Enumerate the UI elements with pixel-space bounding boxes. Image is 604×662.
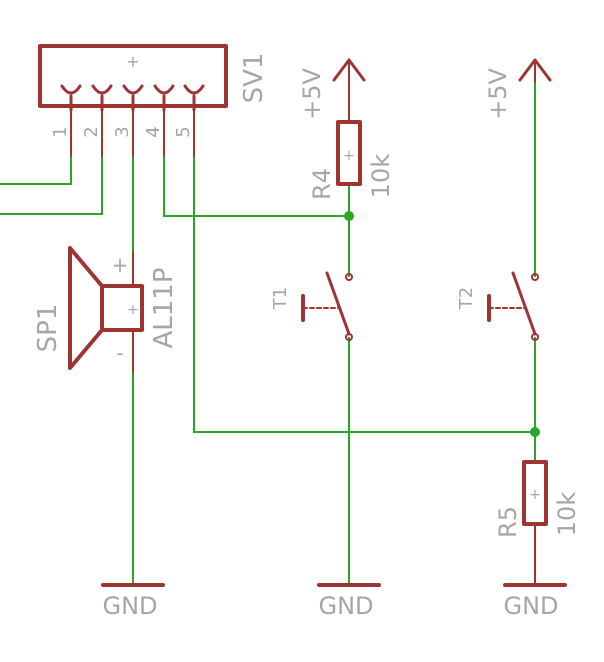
speaker-plus-label: + (112, 253, 129, 277)
resistor-r5-name: R5 (494, 506, 522, 538)
connector-pin-hooks (60, 84, 205, 112)
pin-hook-2 (91, 84, 113, 112)
pin-number-4: 4 (143, 126, 164, 137)
ground-label-2: GND (318, 592, 373, 620)
switch-t1-contact-top (345, 273, 353, 281)
ground-1[interactable]: GND (101, 583, 165, 620)
pin-number-2: 2 (81, 126, 102, 137)
junction-r5 (530, 427, 540, 437)
supply-label-2: +5V (484, 68, 512, 120)
connector-sv1[interactable]: + 1 2 3 4 5 SV1 (38, 44, 269, 157)
pin-number-5: 5 (173, 126, 194, 137)
supply-vcc-1[interactable]: +5V (298, 58, 366, 123)
connector-pin-stubs (70, 109, 195, 157)
junction-r4 (344, 211, 354, 221)
pin-number-1: 1 (50, 126, 71, 137)
ground-label-1: GND (102, 592, 157, 620)
resistor-r4-body (336, 120, 362, 186)
speaker-cone (68, 246, 104, 370)
connector-pin-mark: + (126, 52, 139, 71)
switch-t1-lever (325, 271, 351, 336)
wire-pin2[interactable] (0, 110, 103, 215)
supply-label-1: +5V (298, 68, 326, 120)
wires (0, 82, 540, 585)
speaker-value: AL11P (149, 267, 179, 348)
speaker-name: SP1 (33, 304, 63, 353)
speaker-minus-label: - (116, 341, 123, 365)
resistor-r4[interactable]: + R4 10k (308, 120, 395, 200)
supply-vcc-2[interactable]: +5V (484, 58, 552, 120)
speaker-center-mark: + (127, 302, 139, 318)
ground-2[interactable]: GND (317, 583, 381, 620)
speaker-sp1[interactable]: + + - SP1 AL11P (33, 246, 179, 373)
resistor-r5-mark: + (529, 487, 541, 503)
pin-hook-3 (122, 84, 144, 112)
pin-hook-4 (153, 84, 175, 112)
resistor-r4-mark: + (343, 148, 355, 164)
wire-pin5-r5[interactable] (193, 110, 535, 433)
resistor-r4-value: 10k (367, 154, 395, 199)
wire-pin1[interactable] (0, 110, 72, 185)
pin-hook-5 (183, 84, 205, 112)
switch-t2-name: T2 (456, 287, 477, 310)
resistor-r5-value: 10k (553, 492, 581, 537)
switch-t1-name: T1 (270, 287, 291, 310)
switch-t2[interactable]: T2 (456, 271, 539, 341)
switch-t2-lever (511, 271, 537, 336)
pin-number-3: 3 (112, 126, 133, 137)
connector-name: SV1 (239, 53, 269, 104)
resistor-r5[interactable]: + R5 10k (494, 460, 581, 586)
ground-label-3: GND (503, 592, 558, 620)
resistor-r4-name: R4 (308, 168, 336, 200)
switch-t2-contact-top (531, 273, 539, 281)
pin-hook-1 (60, 84, 82, 112)
ground-3[interactable]: GND (503, 583, 567, 620)
switch-t1[interactable]: T1 (270, 271, 353, 341)
